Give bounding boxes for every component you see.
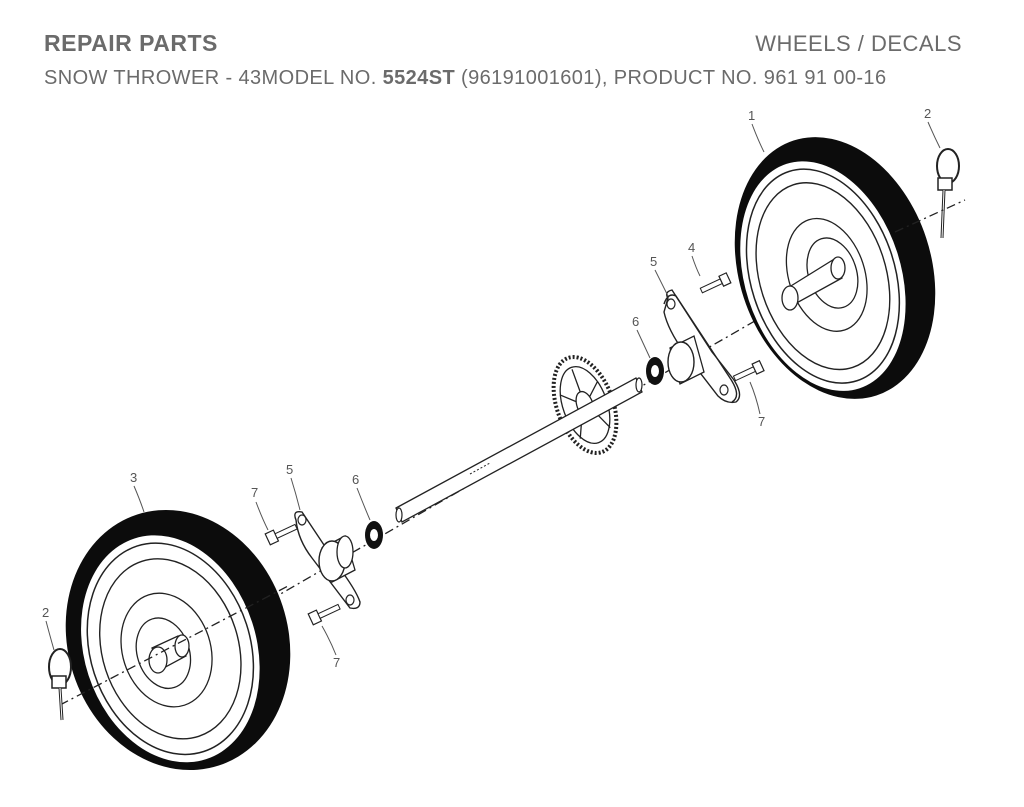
bolt-7-lower-left [307,603,341,626]
lynch-pin-right [936,148,960,239]
leader-1 [751,123,765,153]
axle-shaft [395,377,643,523]
leader-5-left [290,477,301,511]
callout-7-upper-left: 7 [251,485,258,500]
callout-1: 1 [748,108,755,123]
leader-7-lower-left [321,625,337,656]
bearing-flange-right [663,289,741,404]
lynch-pin-left [48,648,72,721]
page-title: REPAIR PARTS [44,30,218,56]
leader-6-right [636,329,651,359]
bolt-7-upper-left [264,523,298,546]
washer-right [646,357,664,385]
leader-3 [133,485,145,513]
callout-7-right: 7 [758,414,765,429]
callout-6-left: 6 [352,472,359,487]
subtitle-prefix: SNOW THROWER - 43MODEL NO. [44,67,383,89]
callout-5-right: 5 [650,254,657,269]
callout-2-left: 2 [42,605,49,620]
model-subtitle: SNOW THROWER - 43MODEL NO. 5524ST (96191… [44,67,886,90]
leader-5-right [654,269,669,297]
model-number: 5524ST [382,67,456,89]
leader-2-right [927,121,941,149]
callout-3: 3 [130,470,137,485]
washer-left [365,521,383,549]
leader-7-right [749,381,761,415]
bolt-4 [699,272,732,294]
leader-4 [691,255,701,277]
callout-4: 4 [688,240,695,255]
pin-right-centerline [894,199,966,233]
section-title: WHEELS / DECALS [755,31,962,56]
bolt-7-right [732,359,765,382]
callout-5-left: 5 [286,462,293,477]
leader-6-left [356,487,371,521]
callout-7-lower-left: 7 [333,655,340,670]
wheel-right-hub [781,256,846,311]
wheel-left-hub [148,634,190,674]
callout-6-right: 6 [632,314,639,329]
callout-2-right: 2 [924,106,931,121]
bearing-flange-left [294,510,361,610]
leader-7-upper-left [255,501,269,531]
left-wheel-centerline [59,584,291,706]
subtitle-suffix: (96191001601), PRODUCT NO. 961 91 00-16 [455,67,887,89]
leader-2-left [45,620,55,651]
